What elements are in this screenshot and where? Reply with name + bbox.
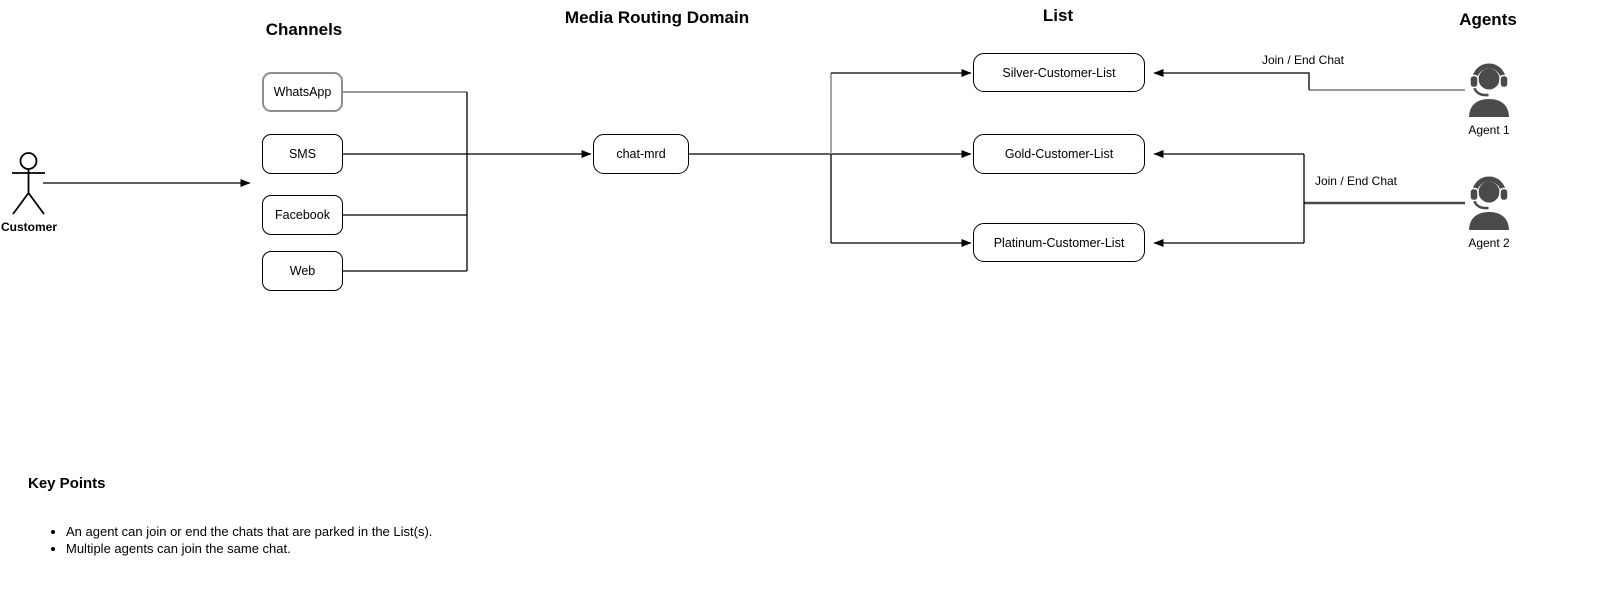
- key-point-item: Multiple agents can join the same chat.: [66, 541, 432, 558]
- customer-actor-icon: [12, 152, 45, 215]
- list-node-platinum-label: Platinum-Customer-List: [993, 235, 1125, 250]
- agent1-edge-label: Join / End Chat: [1259, 53, 1347, 67]
- agent2-headset-icon: [1466, 176, 1512, 231]
- key-points-list: An agent can join or end the chats that …: [48, 524, 432, 557]
- channels-title: Channels: [265, 20, 343, 39]
- channel-node-whatsapp-label: WhatsApp: [273, 85, 332, 99]
- agent2-edge-label: Join / End Chat: [1312, 174, 1400, 188]
- channel-node-facebook: Facebook: [262, 195, 343, 235]
- list-node-silver: Silver-Customer-List: [973, 53, 1145, 92]
- list-title: List: [1042, 6, 1074, 25]
- channel-node-web: Web: [262, 251, 343, 291]
- channel-node-sms: SMS: [262, 134, 343, 174]
- channel-node-sms-label: SMS: [288, 147, 317, 161]
- agent1-label: Agent 1: [1468, 123, 1510, 137]
- list-node-gold-label: Gold-Customer-List: [1004, 147, 1114, 161]
- agent2-label: Agent 2: [1468, 236, 1510, 250]
- agent1-headset-icon: [1466, 63, 1512, 118]
- channel-node-facebook-label: Facebook: [275, 208, 330, 222]
- channel-node-whatsapp: WhatsApp: [262, 72, 343, 112]
- channel-node-web-label: Web: [289, 264, 316, 278]
- key-point-item: An agent can join or end the chats that …: [66, 524, 432, 541]
- list-node-silver-label: Silver-Customer-List: [1002, 65, 1116, 80]
- mrd-node-chat-mrd: chat-mrd: [593, 134, 689, 174]
- customer-label: Customer: [0, 220, 58, 234]
- list-node-gold: Gold-Customer-List: [973, 134, 1145, 174]
- key-points-title: Key Points: [28, 475, 106, 492]
- mrd-title: Media Routing Domain: [564, 8, 750, 27]
- mrd-node-label: chat-mrd: [616, 147, 666, 161]
- list-node-platinum: Platinum-Customer-List: [973, 223, 1145, 262]
- agents-title: Agents: [1459, 10, 1517, 29]
- edge-agent1-to-silver: [1153, 69, 1310, 90]
